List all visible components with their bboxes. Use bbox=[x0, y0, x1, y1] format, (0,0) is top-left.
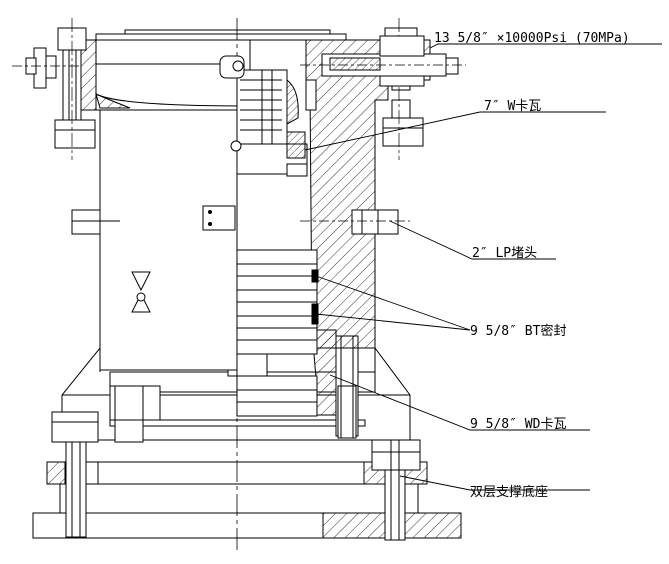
lower-left-bolt bbox=[51, 411, 99, 538]
top-cap-plates bbox=[95, 29, 347, 41]
right-body-section bbox=[305, 39, 431, 416]
small-lower-bolts bbox=[114, 335, 359, 443]
label-double-base: 双层支撑底座 bbox=[470, 484, 548, 500]
top-left-flange bbox=[79, 39, 245, 111]
lp-plug bbox=[300, 209, 410, 235]
valve-symbols bbox=[131, 271, 151, 313]
lower-seal-stack bbox=[236, 249, 319, 417]
leader-lines bbox=[304, 43, 662, 491]
upper-slip-stack bbox=[236, 69, 308, 177]
label-2in-lp-plug: 2″ LP堵头 bbox=[472, 246, 537, 261]
left-test-port bbox=[12, 47, 80, 89]
label-7in-w-slip: 7″ W卡瓦 bbox=[484, 99, 541, 114]
small-target-mark bbox=[230, 140, 242, 152]
top-pin bbox=[219, 55, 245, 79]
label-wd-slip: 9 5/8″ WD卡瓦 bbox=[470, 417, 566, 432]
label-pressure-rating: 13 5/8″ ×10000Psi (70MPa) bbox=[434, 31, 630, 46]
left-side-port bbox=[71, 209, 120, 235]
right-top-valve bbox=[300, 35, 466, 87]
center-bracket bbox=[202, 205, 236, 231]
label-bt-seal: 9 5/8″ BT密封 bbox=[470, 323, 566, 339]
lower-right-bolt bbox=[371, 439, 421, 541]
